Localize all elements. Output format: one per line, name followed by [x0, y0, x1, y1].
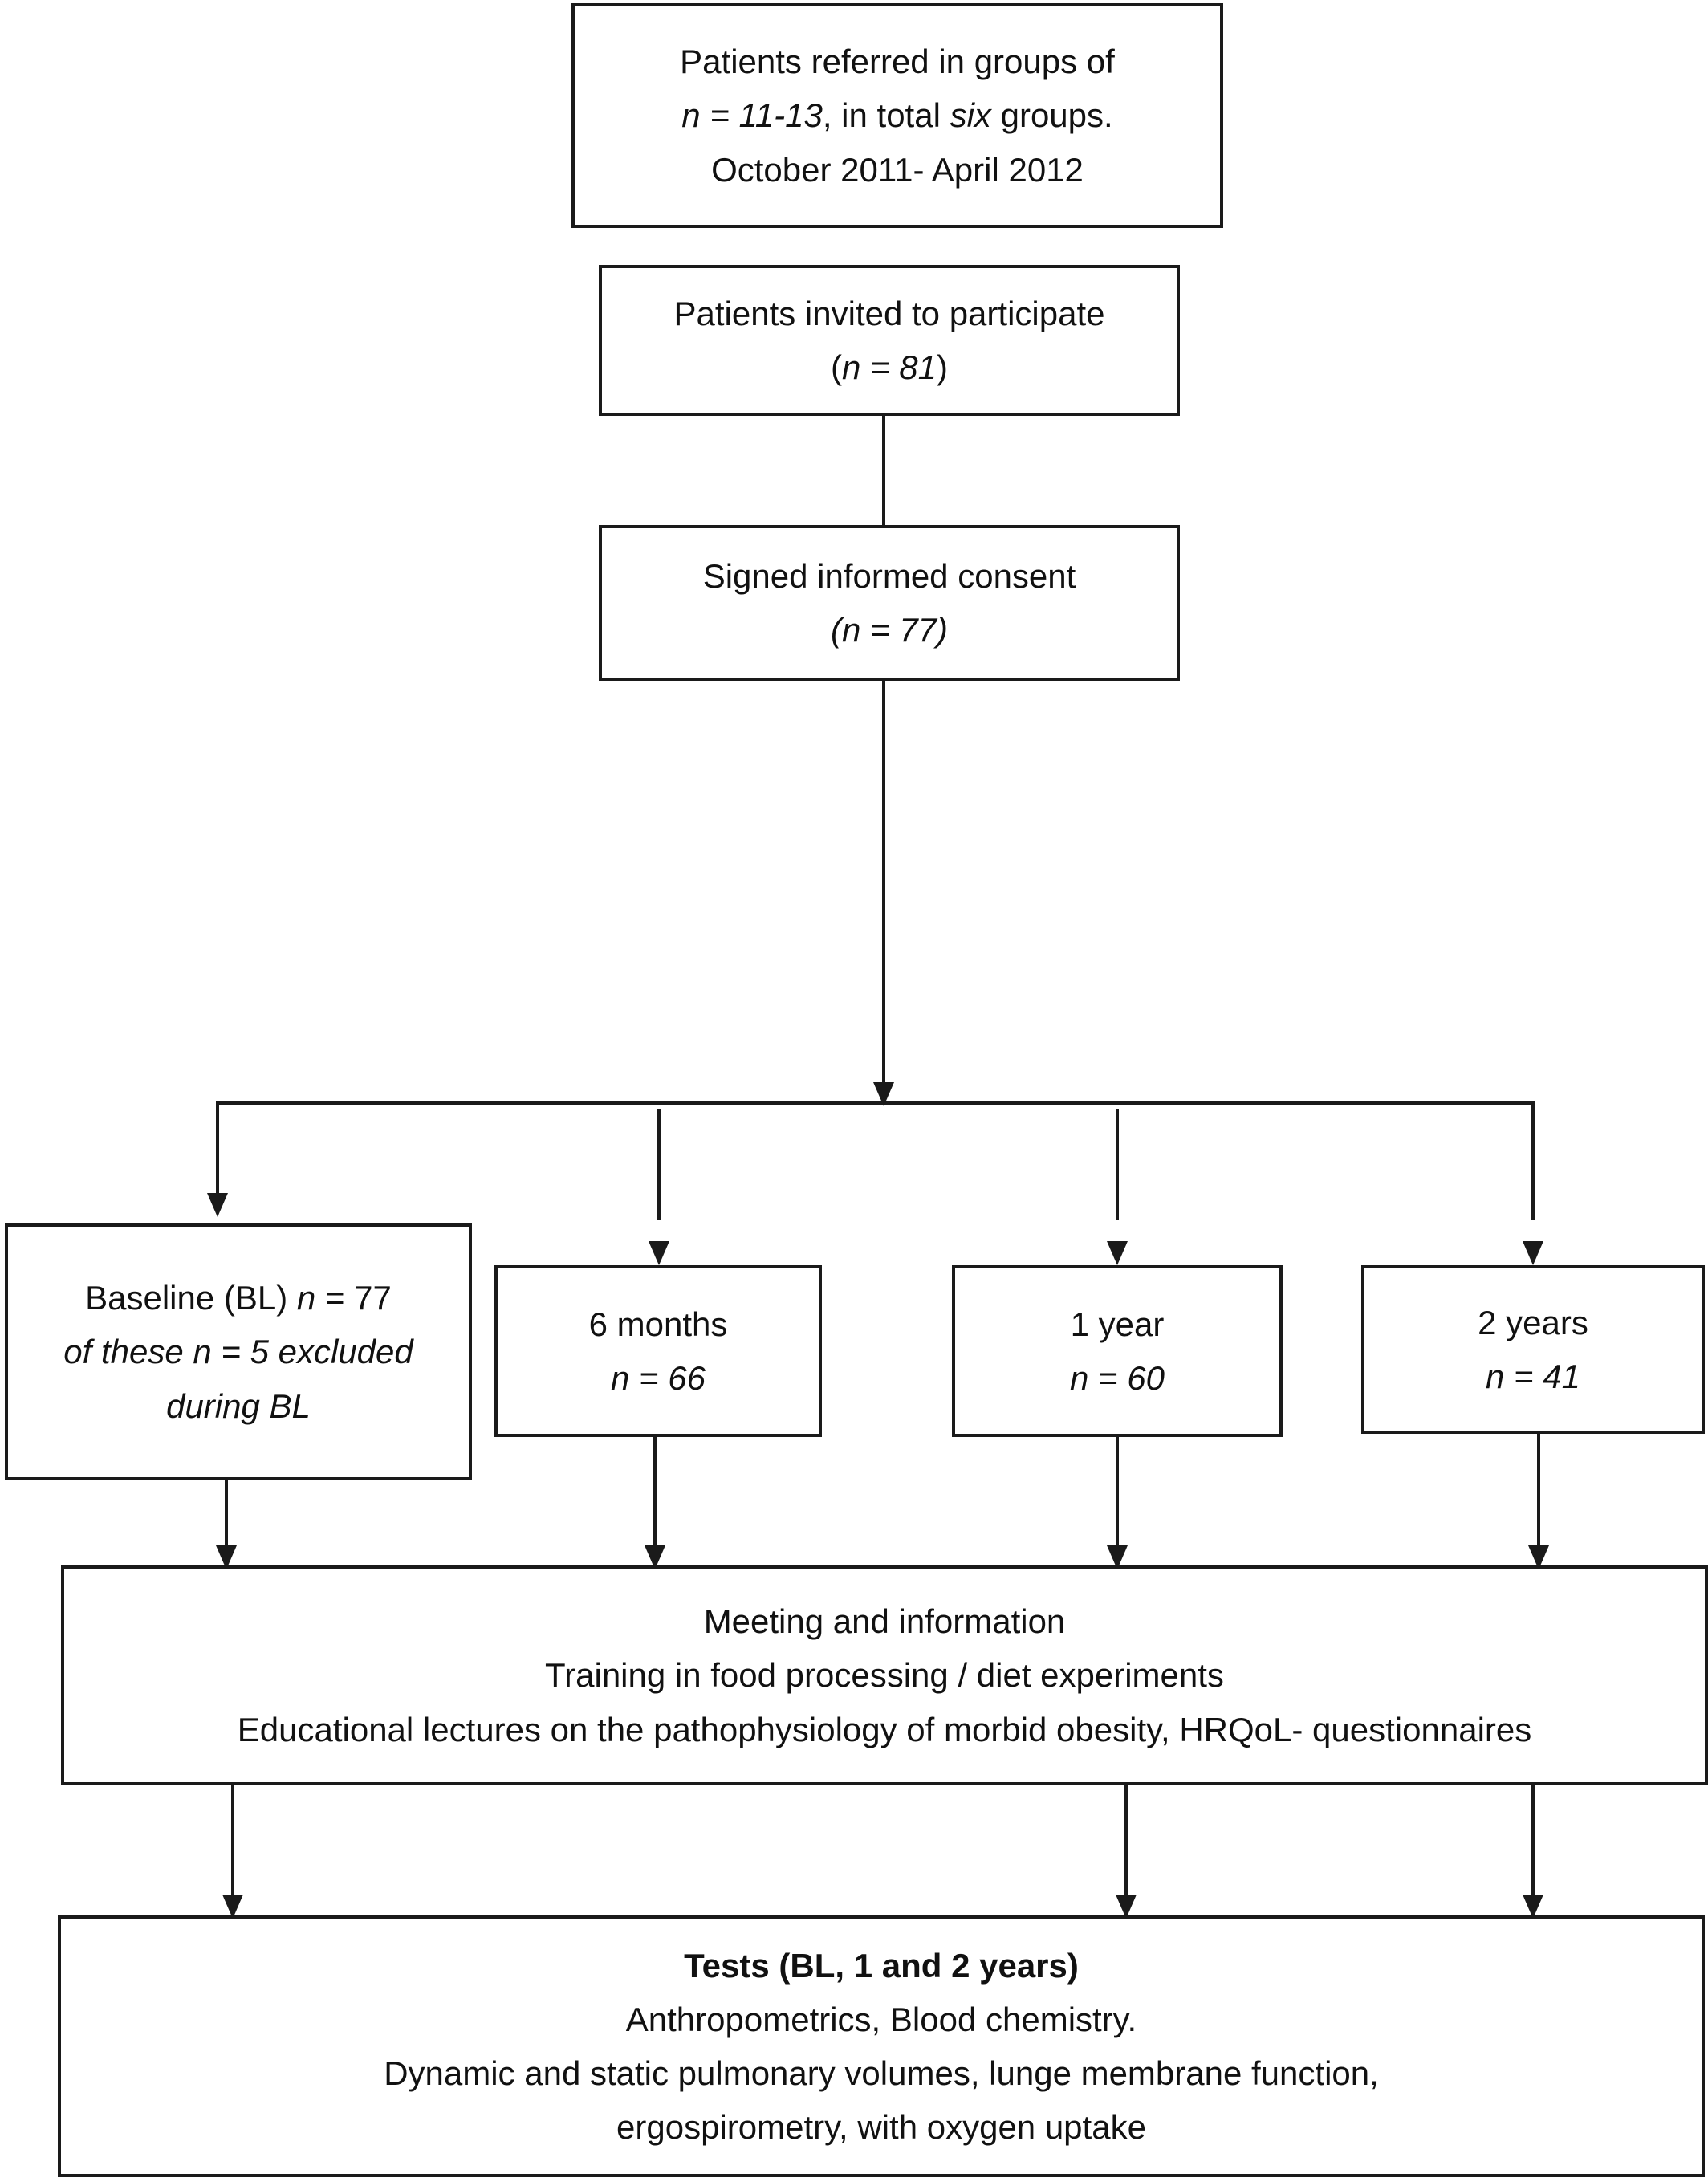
invited-label: Patients invited to participate: [673, 294, 1105, 332]
tests-box: Tests (BL, 1 and 2 years) Anthropometric…: [58, 1915, 1705, 2177]
two-years-label: 2 years: [1478, 1303, 1588, 1341]
six-months-label: 6 months: [588, 1305, 728, 1343]
baseline-during: during BL: [166, 1386, 311, 1425]
six-months-box: 6 months n = 66: [494, 1265, 822, 1437]
referral-group-count: six: [950, 96, 991, 135]
meeting-line2: Training in food processing / diet exper…: [545, 1656, 1224, 1695]
arrowhead-to-six-months: [649, 1241, 669, 1265]
referral-line1: Patients referred in groups of: [680, 43, 1115, 81]
six-months-count: n = 66: [611, 1359, 706, 1397]
arrowhead-one-year-to-meeting: [1107, 1545, 1128, 1569]
tests-line2: Dynamic and static pulmonary volumes, lu…: [384, 2054, 1379, 2092]
arrowhead-to-baseline: [207, 1193, 228, 1217]
tests-line1: Anthropometrics, Blood chemistry.: [625, 2000, 1137, 2038]
arrowhead-baseline-to-meeting: [216, 1545, 237, 1569]
invited-box: Patients invited to participate (n = 81): [599, 265, 1180, 416]
referral-box: Patients referred in groups of n = 11-13…: [571, 3, 1223, 228]
arrowhead-two-years-to-meeting: [1528, 1545, 1549, 1569]
meeting-box: Meeting and information Training in food…: [61, 1565, 1708, 1785]
consent-box: Signed informed consent (n = 77): [599, 525, 1180, 681]
referral-line2-end: groups.: [990, 96, 1113, 135]
arrowhead-meeting-to-tests-mid: [1116, 1895, 1137, 1919]
arrowhead-to-two-years: [1523, 1241, 1543, 1265]
invited-count: (n = 81): [831, 348, 948, 386]
arrowhead-consent-to-branch: [873, 1082, 894, 1106]
referral-line2-mid: , in total: [822, 96, 950, 135]
meeting-line3: Educational lectures on the pathophysiol…: [237, 1710, 1532, 1748]
two-years-count: n = 41: [1486, 1358, 1580, 1395]
tests-title: Tests (BL, 1 and 2 years): [684, 1946, 1079, 1985]
one-year-label: 1 year: [1070, 1305, 1165, 1343]
arrowhead-meeting-to-tests-left: [222, 1895, 243, 1919]
two-years-box: 2 years n = 41: [1361, 1265, 1705, 1434]
arrowhead-meeting-to-tests-right: [1523, 1895, 1543, 1919]
baseline-box: Baseline (BL) n = 77 of these n = 5 excl…: [5, 1223, 472, 1480]
one-year-box: 1 year n = 60: [952, 1265, 1283, 1437]
consent-label: Signed informed consent: [702, 556, 1076, 595]
arrowhead-six-months-to-meeting: [645, 1545, 665, 1569]
referral-line2: n = 11-13, in total six groups.: [681, 88, 1112, 142]
tests-line3: ergospirometry, with oxygen uptake: [616, 2108, 1146, 2147]
referral-group-size: n = 11-13: [681, 96, 823, 135]
line-branch-horizontal: [216, 1101, 1535, 1220]
baseline-label: Baseline (BL) n = 77: [85, 1279, 392, 1317]
one-year-count: n = 60: [1070, 1359, 1165, 1397]
consent-count: (n = 77): [831, 611, 948, 649]
referral-period: October 2011- April 2012: [711, 150, 1084, 189]
baseline-excluded: of these n = 5 excluded: [63, 1333, 413, 1371]
arrowhead-to-one-year: [1107, 1241, 1128, 1265]
meeting-line1: Meeting and information: [703, 1602, 1066, 1641]
